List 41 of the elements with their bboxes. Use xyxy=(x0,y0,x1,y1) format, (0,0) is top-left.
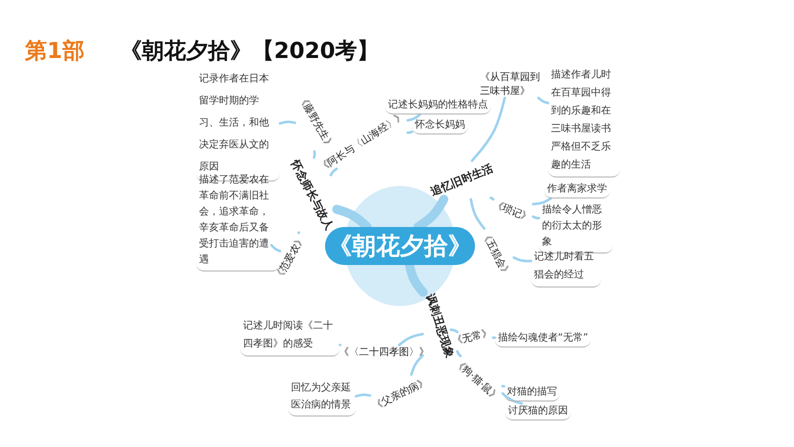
note-text: 记述儿时看五猖会的经过 xyxy=(531,248,601,288)
branch-line xyxy=(410,354,424,376)
branch-line xyxy=(470,198,486,230)
note-text: 描述作者儿时在百草园中得到的乐趣和在三味书屋读书严格但不乏乐趣的生活 xyxy=(548,66,620,178)
note-text: 对猫的描写 xyxy=(504,384,560,402)
branch-line xyxy=(501,384,506,388)
note-text: 记述儿时阅读《二十四孝图》的感受 xyxy=(240,318,340,356)
note-text: 怀念长妈妈 xyxy=(412,118,468,134)
branch-line xyxy=(537,96,550,104)
note-text: 讨厌猫的原因 xyxy=(505,404,571,420)
branch-line xyxy=(406,130,414,134)
branch-line xyxy=(330,168,338,176)
essay-title: 《从百草园到三味书屋》 xyxy=(480,70,544,98)
essay-title: 《五猖会》 xyxy=(478,228,514,280)
branch-line xyxy=(398,332,424,346)
branch-line xyxy=(270,244,282,252)
branch-line xyxy=(278,120,296,125)
note-text: 记述长妈妈的性格特点 xyxy=(385,98,491,114)
branch-line xyxy=(492,336,496,339)
heading-text: 《朝花夕拾》【2020考】 xyxy=(120,38,380,66)
branch-line xyxy=(450,328,459,334)
branch-line xyxy=(532,197,552,206)
note-text: 描绘勾魂使者“无常” xyxy=(494,330,592,348)
note-text: 作者离家求学 xyxy=(544,182,610,198)
branch-line xyxy=(312,150,316,159)
branch-line xyxy=(456,350,462,358)
branch-line xyxy=(354,394,372,398)
essay-title: 《父亲的病》 xyxy=(370,374,430,414)
branch-line xyxy=(298,231,300,234)
branch-line xyxy=(512,256,532,262)
essay-title: 《琐记》 xyxy=(490,197,534,225)
branch-line xyxy=(490,196,494,201)
essay-title: 《藤野先生》 xyxy=(294,92,338,152)
branch-line xyxy=(470,96,506,162)
branch-label: 追忆旧时生活 xyxy=(428,160,496,200)
note-text: 回忆为父亲延医治病的情景 xyxy=(288,380,356,416)
branch-line xyxy=(406,113,422,122)
branch-line xyxy=(501,392,524,405)
section-heading: 第1部 xyxy=(25,38,84,66)
branch-line xyxy=(338,344,342,346)
branch-line xyxy=(532,215,540,220)
